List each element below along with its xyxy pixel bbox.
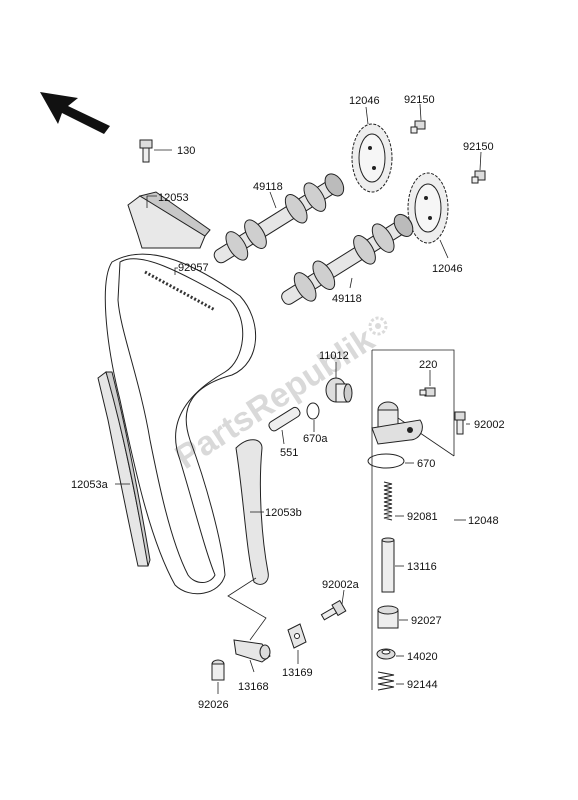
bolt-92150-a[interactable]: [410, 120, 426, 134]
collar-92027[interactable]: [377, 605, 399, 629]
callout-49118-top: 49118: [253, 181, 283, 193]
callout-92057: 92057: [178, 262, 209, 274]
callout-13168: 13168: [238, 681, 269, 693]
nut-14020[interactable]: [376, 648, 396, 660]
callout-92150-b: 92150: [463, 141, 494, 153]
callout-12048: 12048: [468, 515, 499, 527]
callout-12053b: 12053b: [265, 507, 302, 519]
pin-551[interactable]: [267, 406, 301, 432]
callout-220: 220: [419, 359, 437, 371]
callout-92027: 92027: [411, 615, 442, 627]
callout-92081: 92081: [407, 511, 438, 523]
callout-92002a: 92002a: [322, 579, 360, 591]
callout-670: 670: [417, 458, 435, 470]
callout-12046-top: 12046: [349, 95, 380, 107]
rod-13116[interactable]: [381, 537, 395, 593]
cam-sprocket-top-12046[interactable]: [351, 123, 393, 193]
bolt-220[interactable]: [419, 387, 436, 397]
callout-13116: 13116: [407, 561, 437, 573]
callout-14020: 14020: [407, 651, 438, 663]
callout-92026: 92026: [198, 699, 229, 711]
callout-12053: 12053: [158, 192, 189, 204]
o-ring-670[interactable]: [367, 453, 405, 469]
callout-551: 551: [280, 447, 298, 459]
callout-12053a: 12053a: [71, 479, 109, 491]
spring-92144[interactable]: [377, 671, 395, 691]
callout-12046-bottom: 12046: [432, 263, 463, 275]
chain-guide-left-12053a[interactable]: [97, 371, 151, 567]
chain-guide-top-12053[interactable]: [127, 191, 211, 249]
lever-13168[interactable]: [233, 639, 271, 663]
callout-13169: 13169: [282, 667, 313, 679]
callout-670a: 670a: [303, 433, 328, 445]
tensioner-body[interactable]: [371, 401, 423, 445]
spring-92081[interactable]: [383, 481, 393, 521]
stopper-13169[interactable]: [287, 623, 307, 649]
callout-49118-bottom: 49118: [332, 293, 362, 305]
camshaft-top-49118[interactable]: [207, 167, 349, 273]
front-direction-arrow-icon: [40, 92, 110, 134]
bolt-92026[interactable]: [211, 659, 225, 681]
bolt-130[interactable]: [139, 139, 153, 163]
cam-sprocket-bottom-12046[interactable]: [407, 172, 449, 244]
o-ring-670a[interactable]: [306, 402, 320, 420]
bolt-92002a[interactable]: [320, 599, 347, 623]
callout-92150-a: 92150: [404, 94, 435, 106]
gear-logo-icon: [368, 316, 388, 336]
camshaft-bottom-49118[interactable]: [275, 208, 419, 315]
callout-11012: 11012: [319, 350, 349, 362]
callout-130: 130: [177, 145, 195, 157]
bolt-92002[interactable]: [454, 411, 466, 435]
callout-92002: 92002: [474, 419, 505, 431]
cam-chain-92057[interactable]: [104, 253, 257, 595]
bolt-92150-b[interactable]: [471, 170, 486, 184]
cap-11012[interactable]: [325, 377, 353, 403]
callout-92144: 92144: [407, 679, 438, 691]
